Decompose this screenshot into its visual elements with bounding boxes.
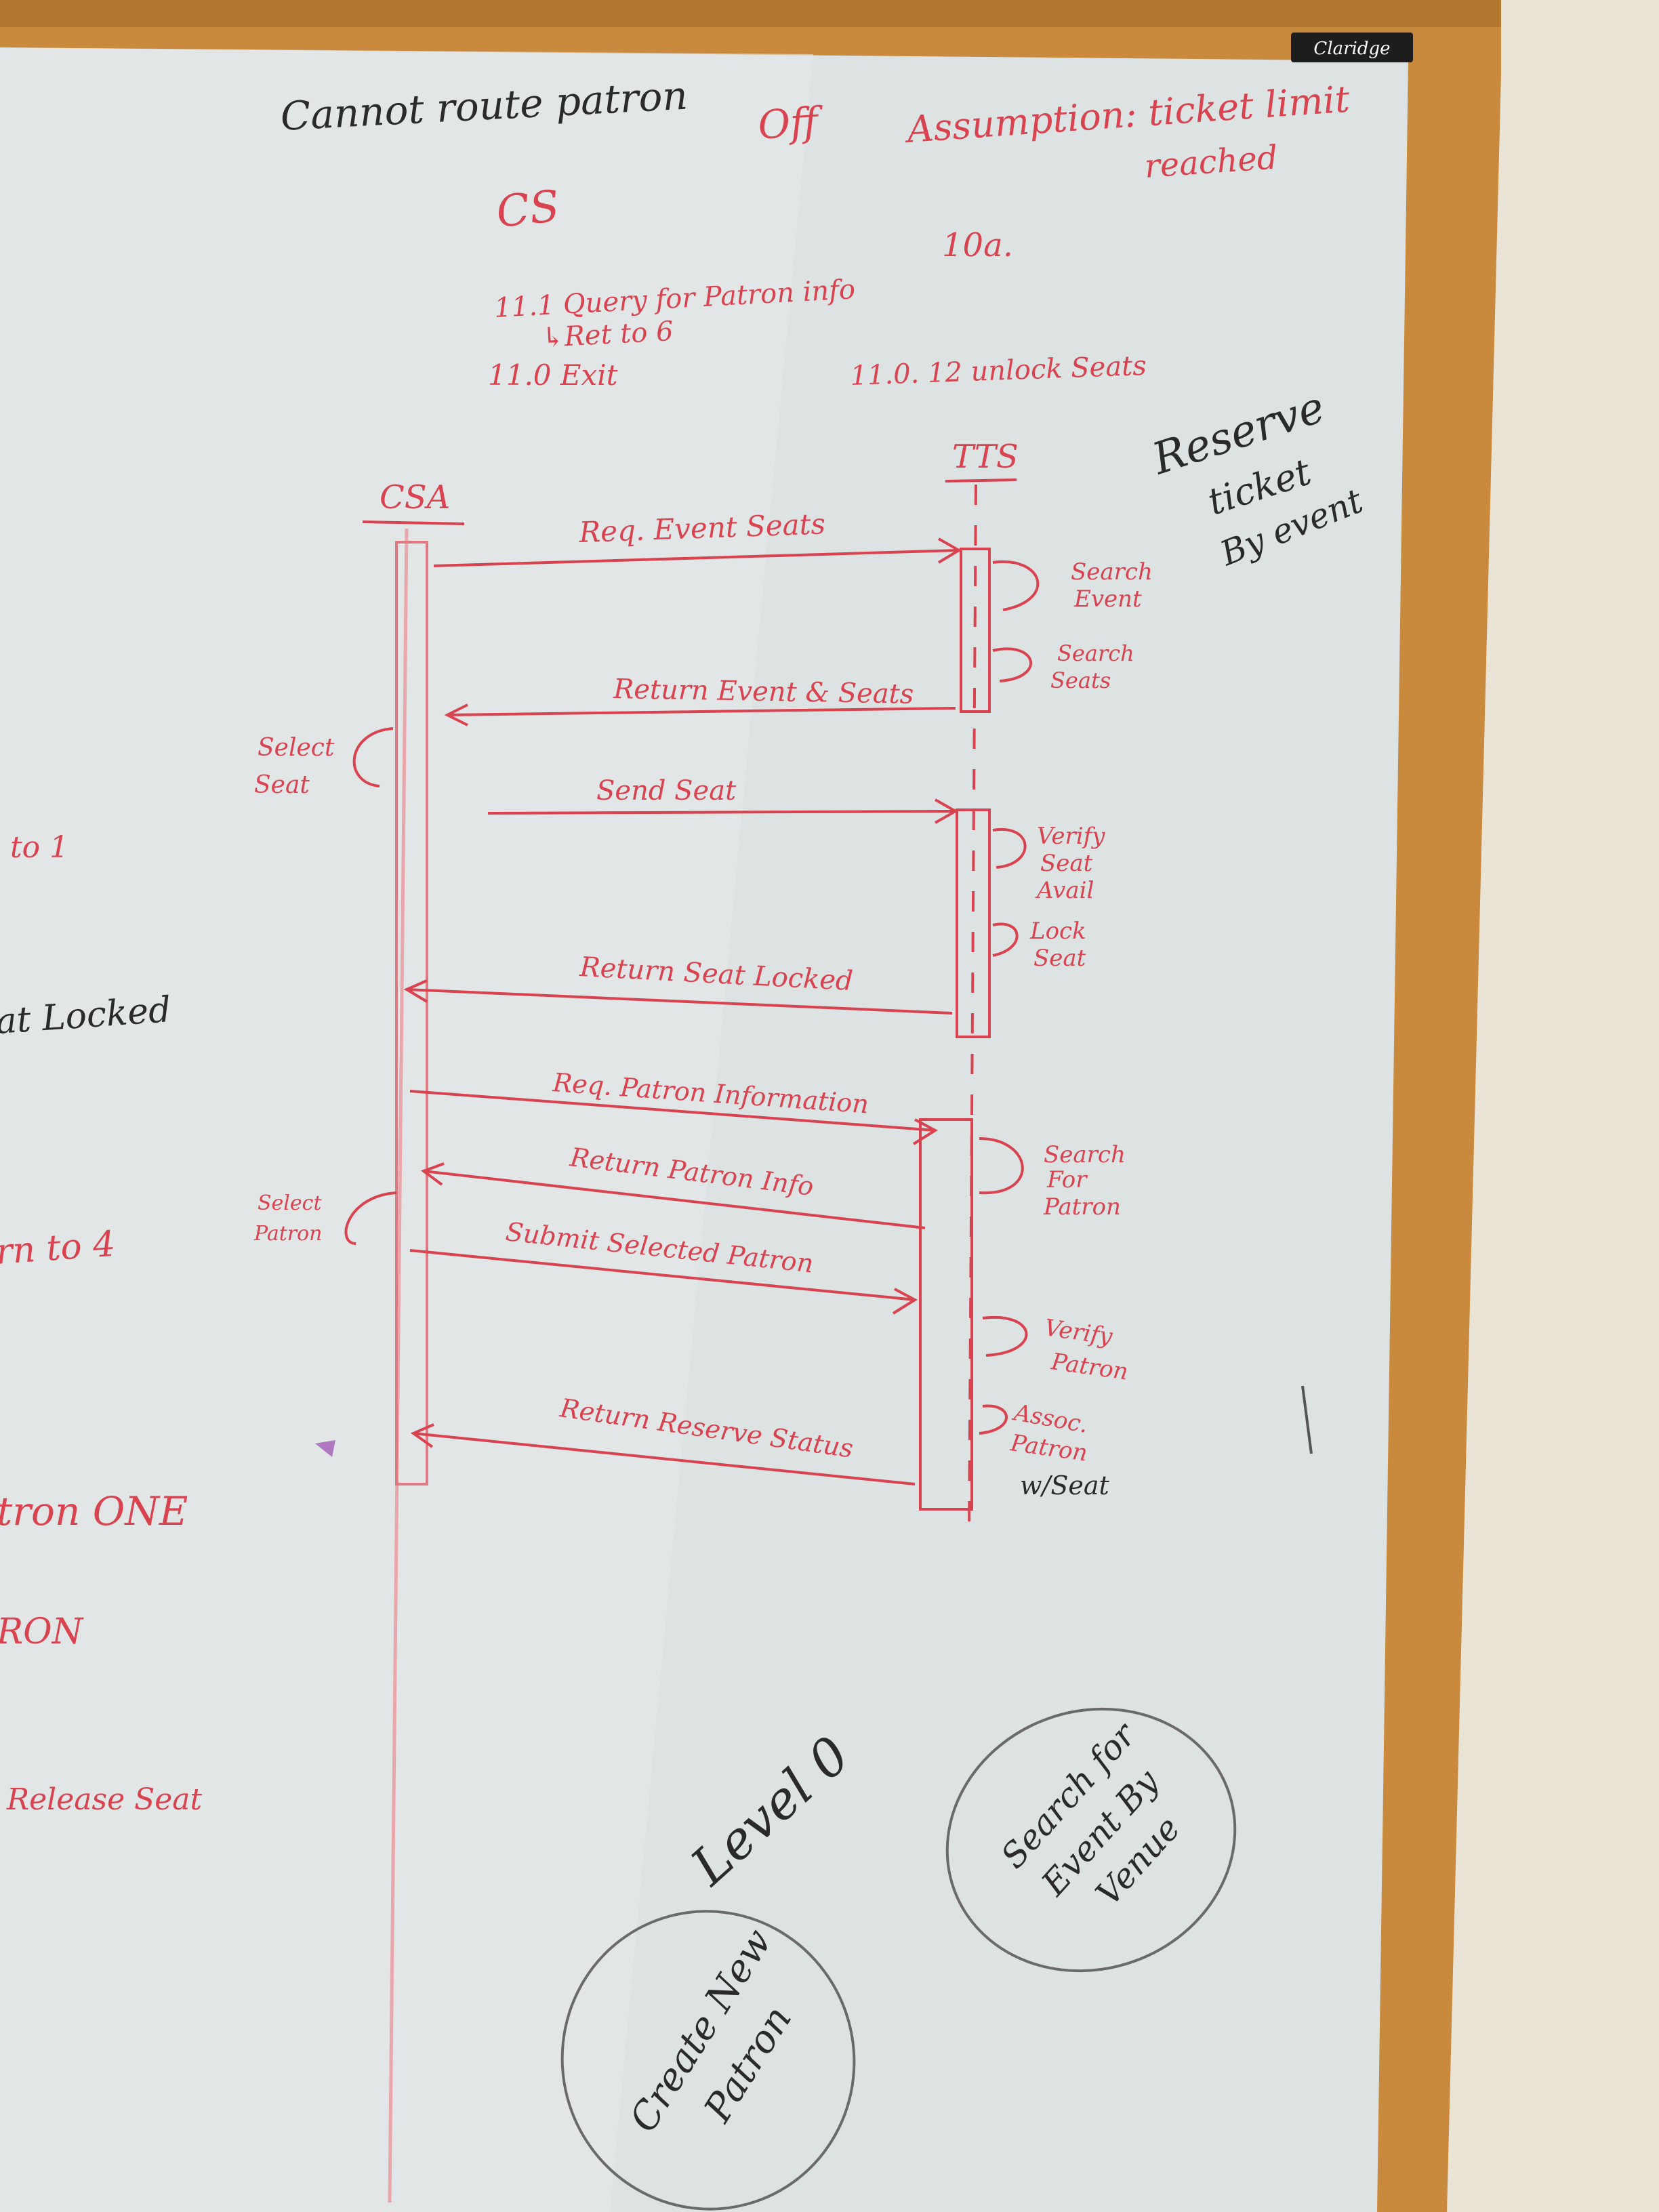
- fragment-3: rn to 4: [0, 1224, 117, 1273]
- activation-tts-2: [956, 808, 991, 1038]
- note-off: Off: [756, 98, 825, 148]
- msg-return-event-seats: Return Event & Seats: [613, 674, 914, 710]
- circle-create-patron: [560, 1910, 856, 2211]
- arrow-return-event-seats: [444, 703, 956, 726]
- loop-verify-seat: [992, 827, 1027, 869]
- arrow-submit-patron: [409, 1249, 918, 1315]
- msg-send-seat: Send Seat: [596, 775, 737, 806]
- fragment-1: to 1: [10, 830, 68, 865]
- participant-csa: CSA: [380, 478, 450, 516]
- participant-tts-underline: [945, 478, 1017, 483]
- note-cs: CS: [494, 182, 562, 238]
- arrow-req-event-seats: [433, 537, 962, 567]
- arrow-return-seat-locked: [403, 979, 953, 1015]
- self-lock-seat-2: Seat: [1033, 945, 1086, 972]
- brand-text: Claridge: [1313, 39, 1390, 59]
- stray-mark: [1301, 1385, 1313, 1454]
- board-glare: [0, 47, 813, 2212]
- self-search-patron-2: For: [1046, 1166, 1088, 1193]
- self-select-seat-1: Select: [258, 734, 335, 762]
- loop-select-seat: [352, 727, 394, 787]
- circle-search-event: [945, 1707, 1237, 1973]
- self-verify-seat-2: Seat: [1040, 850, 1093, 877]
- loop-lock-seat: [992, 922, 1019, 957]
- self-search-seats-1: Search: [1057, 640, 1134, 666]
- self-with-seat: w/Seat: [1020, 1471, 1110, 1500]
- activation-tts-3: [919, 1118, 973, 1511]
- note-11-1-sub: ↳Ret to 6: [541, 316, 674, 354]
- arrow-return-reserve-status: [410, 1423, 916, 1486]
- self-search-patron-3: Patron: [1043, 1193, 1121, 1221]
- frame-top-shadow: [0, 0, 1501, 27]
- self-search-seats-2: Seats: [1050, 668, 1111, 693]
- self-select-patron-2: Patron: [253, 1222, 323, 1246]
- self-lock-seat-1: Lock: [1029, 918, 1086, 945]
- activation-csa: [395, 541, 428, 1486]
- loop-search-seats: [992, 647, 1032, 682]
- self-search-patron-1: Search: [1044, 1141, 1126, 1168]
- self-search-event-2: Event: [1073, 586, 1142, 613]
- brand-badge: [1291, 33, 1413, 62]
- lifeline-csa: [388, 528, 409, 2203]
- self-verify-seat-1: Verify: [1037, 823, 1105, 850]
- messages: [403, 537, 962, 1486]
- note-11-0: 11.0 Exit: [488, 359, 618, 392]
- fragment-5: RON: [0, 1612, 84, 1652]
- activation-tts-1: [960, 548, 991, 713]
- loop-search-patron: [979, 1137, 1024, 1195]
- note-assumption-2: reached: [1143, 138, 1279, 186]
- participant-csa-underline: [362, 520, 465, 525]
- loop-search-event: [992, 560, 1040, 611]
- fragment-6: Release Seat: [6, 1782, 203, 1817]
- magnet-pin: [315, 1440, 335, 1457]
- self-search-event-1: Search: [1071, 558, 1153, 586]
- arrow-req-patron-info: [409, 1090, 938, 1145]
- arrow-send-seat: [487, 798, 959, 824]
- participant-tts: TTS: [952, 438, 1019, 476]
- self-verify-seat-3: Avail: [1035, 877, 1094, 904]
- loop-assoc-patron: [979, 1404, 1008, 1435]
- loop-select-patron: [344, 1191, 397, 1245]
- note-10a: 10a.: [942, 226, 1013, 264]
- arrow-return-patron-info: [420, 1162, 926, 1229]
- fragment-4: tron ONE: [0, 1488, 188, 1534]
- lifeline-tts: [968, 484, 977, 1532]
- self-call-loops: [344, 560, 1040, 1435]
- loop-verify-patron: [982, 1315, 1028, 1357]
- self-select-patron-1: Select: [258, 1191, 322, 1215]
- self-select-seat-2: Seat: [254, 771, 310, 799]
